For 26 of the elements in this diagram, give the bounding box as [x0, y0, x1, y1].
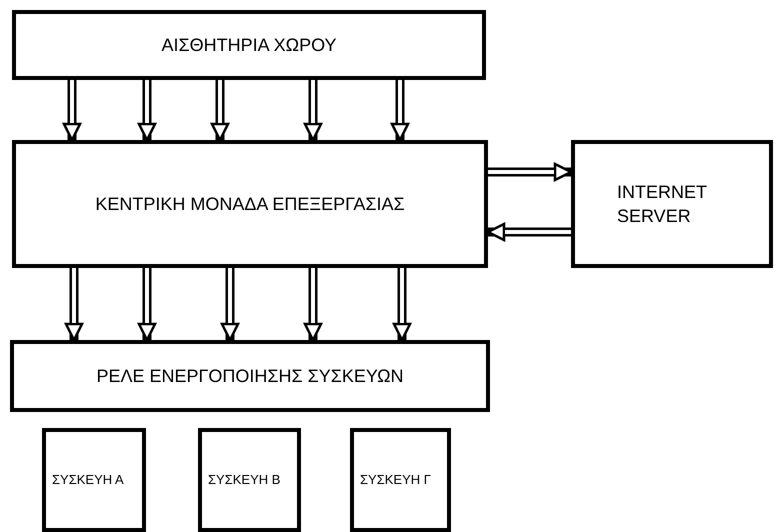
arrow	[392, 268, 412, 342]
arrow	[304, 80, 322, 142]
arrow	[138, 80, 156, 142]
relay-box	[10, 340, 490, 412]
device-box	[42, 428, 146, 532]
node-label: ΣΥΣΚΕΥΗ Α	[52, 471, 124, 489]
device-box	[198, 428, 301, 532]
node-label: ΣΥΣΚΕΥΗ Β	[208, 471, 280, 489]
arrow	[210, 80, 230, 142]
node-label: ΑΙΣΘΗΤΗΡΙΑ ΧΩΡΟΥ	[161, 34, 337, 57]
arrow	[64, 268, 84, 342]
arrow	[486, 222, 571, 242]
arrow	[390, 80, 410, 142]
processing-unit-box	[12, 140, 488, 268]
server-box	[571, 140, 773, 268]
node-label: INTERNET SERVER	[617, 180, 708, 228]
sensor-box	[12, 10, 486, 80]
node-label: ΡΕΛΕ ΕΝΕΡΓΟΠΟΙΗΣΗΣ ΣΥΣΚΕΥΩΝ	[96, 364, 404, 388]
node-label: ΣΥΣΚΕΥΗ Γ	[360, 471, 431, 489]
device-box	[350, 428, 451, 532]
node-label: ΚΕΝΤΡΙΚΗ ΜΟΝΑΔΑ ΕΠΕΞΕΡΓΑΣΙΑΣ	[95, 192, 405, 216]
arrow	[62, 80, 82, 142]
arrow	[304, 268, 322, 342]
arrow	[138, 268, 156, 342]
arrow	[220, 268, 240, 342]
arrow	[488, 162, 572, 182]
